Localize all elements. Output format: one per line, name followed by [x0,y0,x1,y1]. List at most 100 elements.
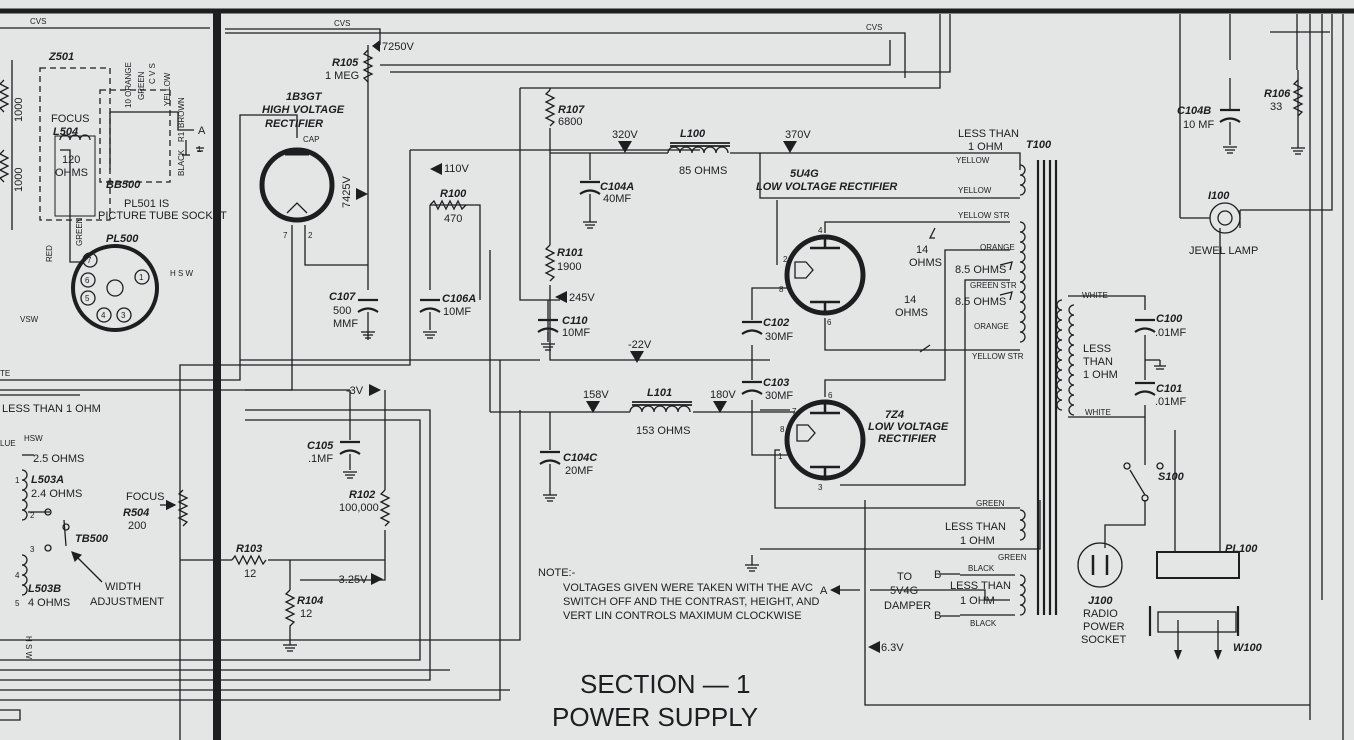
damper-id: 5V4G [890,585,918,597]
wiring [0,14,1344,740]
left-resistor-1-val: 1000 [13,98,25,122]
tube-1b3gt-desc1: HIGH VOLTAGE [262,104,345,116]
tube-7z4-pin3: 3 [818,483,823,492]
r105-symbol [362,49,374,83]
radio-1: RADIO [1083,608,1118,620]
t100-b1: B [934,569,941,581]
defl-ohm25: 2.5 OHMS [33,453,84,465]
defl-t3: 3 [30,545,35,554]
transformer-t100: T100 LESS THAN 1 OHM YELLOW YELLOW YELLO… [870,128,1063,628]
cvs-label-2: CVS [334,19,350,28]
bb500-id: BB500 [106,179,141,191]
t100-yellow-str: YELLOW STR [958,211,1010,220]
socket-wire-brown: BROWN [177,97,186,128]
marker-m22v [630,351,644,363]
tube-7z4-id: 7Z4 [885,409,904,421]
defl-l503a: L503A [31,474,64,486]
c103-symbol [741,380,763,395]
defl-less: LESS THAN 1 OHM [2,403,101,415]
tube-5u4g-desc: LOW VOLTAGE RECTIFIER [756,181,897,193]
tube-5u4g-pin4: 4 [818,226,823,235]
socket-vsw: VSW [20,315,39,324]
v180: 180V [710,389,736,401]
t100-black: BLACK [968,564,995,573]
c107-val2: MMF [333,318,358,330]
tube-7z4-desc2: RECTIFIER [878,433,936,445]
r103-id: R103 [236,543,262,555]
defl-t2: 2 [30,511,35,520]
r100-val: 470 [444,213,462,225]
c106a-symbol [419,298,441,339]
tube-5u4g: 5U4G LOW VOLTAGE RECTIFIER 4 2 8 6 [756,168,897,327]
tube-1b3gt-pin7: 7 [283,231,288,240]
t100-less2: LESS THAN [945,521,1006,533]
t100-green-str: GREEN STR [970,281,1017,290]
note-head: NOTE:- [538,567,576,579]
l101-val: 153 OHMS [636,425,690,437]
heavy-bus-lines [0,8,1354,740]
tube-1b3gt-desc2: RECTIFIER [265,118,323,130]
t100-ohm3: 1 OHM [960,595,995,607]
pl501-1: PL501 IS [124,198,169,210]
l101-id: L101 [647,387,672,399]
r504-val: 200 [128,520,146,532]
r106-id: R106 [1264,88,1291,100]
socket-wire-r1: R1 [177,131,186,142]
marker-7425v [356,188,368,200]
radio-3: SOCKET [1081,634,1127,646]
t100-less1: LESS THAN [958,128,1019,140]
socket-wire-cvs: C V S [148,63,157,84]
c110-val: 10MF [562,327,590,339]
r103-val: 12 [244,568,256,580]
tube-5u4g-id: 5U4G [790,168,819,180]
l100-symbol [667,146,729,154]
tube-1b3gt: 1B3GT HIGH VOLTAGE RECTIFIER CAP 7 2 [259,91,345,240]
v245: 245V [569,292,595,304]
j100-socket [1077,542,1123,588]
c100-val: .01MF [1155,327,1186,339]
t100-ohms14a-u: OHMS [909,257,942,269]
l504-symbol [59,134,91,141]
r102-val: 100,000 [339,502,379,514]
v7425: 7425V [341,176,353,208]
c104a-id: C104A [600,181,634,193]
r105-id: R105 [332,57,359,69]
damper-connection: TO 5V4G DAMPER A [820,571,960,617]
defl-l503b: L503B [28,583,61,595]
r101-symbol [544,244,556,282]
note-block: NOTE:- VOLTAGES GIVEN WERE TAKEN WITH TH… [538,567,820,622]
v370: 370V [785,129,811,141]
t100-yellow: YELLOW [956,156,990,165]
t100-yellow-str2: YELLOW STR [972,352,1024,361]
socket-wire-yellow: YELLOW [163,72,172,106]
c103-id: C103 [763,377,789,389]
t100-id: T100 [1026,139,1052,151]
c110-id: C110 [562,315,588,327]
l504-val1: 120 [62,154,80,166]
jewel-lamp: I100 JEWEL LAMP [1179,14,1258,257]
power-than: THAN [1083,356,1113,368]
t100-ohm2: 1 OHM [960,535,995,547]
power-ohm: 1 OHM [1083,369,1118,381]
note-line-3: VERT LIN CONTROLS MAXIMUM CLOCKWISE [563,610,802,622]
r106-symbol [1292,79,1304,117]
t100-green: GREEN [976,499,1005,508]
c107-symbol [357,298,379,339]
c104c-symbol [539,450,561,502]
tube-1b3gt-cap: CAP [303,135,319,144]
defl-hsw2: H S W [24,636,33,660]
lamp-id: I100 [1208,190,1230,202]
deflection-section: TE LESS THAN 1 OHM LUE HSW 2.5 OHMS L503… [0,369,164,660]
lamp-name: JEWEL LAMP [1189,245,1258,257]
tube-7z4-desc1: LOW VOLTAGE [868,421,949,433]
t100-ohm85a: 8.5 OHMS [955,264,1006,276]
r102-symbol [379,489,391,527]
defl-tb500: TB500 [75,533,109,545]
marker-7250v [372,40,380,52]
socket-wire-green: GREEN [137,71,146,100]
t100-green2: GREEN [998,553,1027,562]
r504-id: R504 [123,507,149,519]
socket-green: GREEN [75,217,84,246]
defl-t1: 1 [15,476,20,485]
c107-id: C107 [329,291,356,303]
